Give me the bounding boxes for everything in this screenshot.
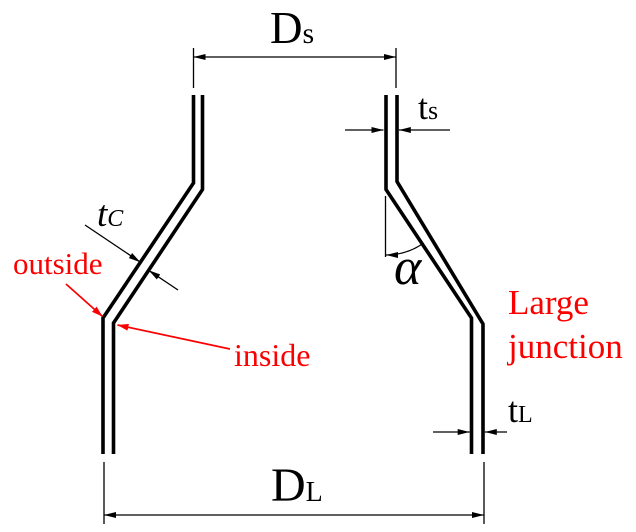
ts-label: ts bbox=[418, 89, 438, 125]
ds-label: Ds bbox=[270, 6, 314, 51]
inside-annotation: inside bbox=[234, 337, 311, 373]
ts-main: t bbox=[418, 87, 429, 127]
tl-label: tL bbox=[508, 392, 533, 428]
tc-subscript: C bbox=[107, 206, 124, 232]
inside-leader-arrow bbox=[117, 323, 231, 350]
dl-main: D bbox=[271, 459, 306, 512]
dl-subscript: L bbox=[305, 477, 323, 508]
tc-arrow-upper bbox=[84, 224, 141, 263]
alpha-angle-arc bbox=[385, 243, 423, 258]
ts-subscript: s bbox=[428, 96, 439, 125]
large-junction-annotation: Large junction bbox=[508, 281, 623, 369]
annotation-arrows bbox=[65, 283, 231, 350]
large-junction-line1: Large bbox=[508, 283, 589, 322]
tl-main: t bbox=[508, 390, 519, 430]
alpha-label: α bbox=[394, 239, 422, 296]
dimension-lines bbox=[84, 48, 507, 524]
large-junction-line2: junction bbox=[508, 327, 623, 366]
tube-walls bbox=[101, 95, 485, 454]
tc-main: t bbox=[97, 194, 108, 235]
left-wall-outer-surface bbox=[101, 95, 196, 454]
tc-label: tC bbox=[97, 196, 123, 233]
right-wall-inner-surface bbox=[384, 95, 474, 454]
tc-arrow-lower bbox=[148, 269, 179, 291]
dl-label: DL bbox=[271, 462, 323, 510]
tl-subscript: L bbox=[518, 402, 533, 428]
left-wall-inner-surface bbox=[111, 95, 205, 454]
outside-leader-arrow bbox=[65, 283, 104, 318]
ds-subscript: s bbox=[302, 17, 315, 50]
ds-main: D bbox=[270, 3, 303, 53]
outside-annotation: outside bbox=[13, 246, 103, 281]
right-wall-outer-surface bbox=[395, 95, 485, 454]
